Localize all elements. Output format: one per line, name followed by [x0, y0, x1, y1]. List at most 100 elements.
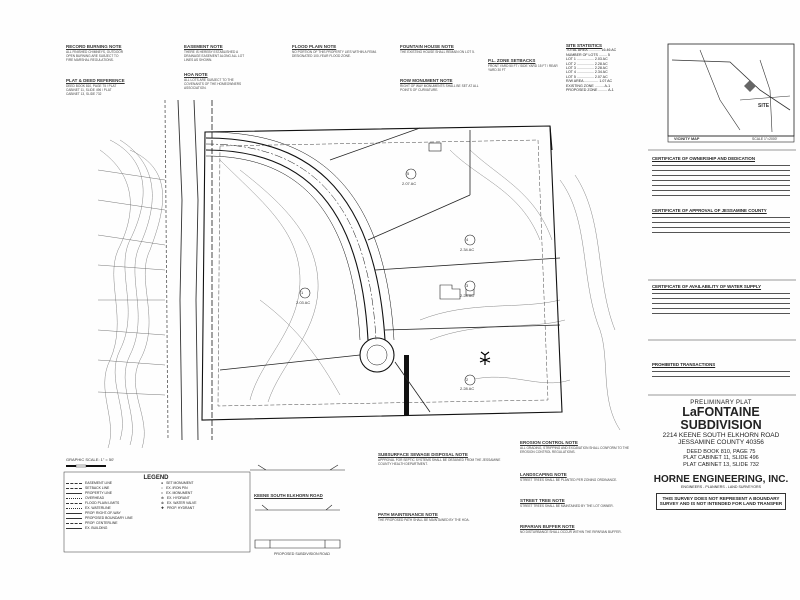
legend-row: ⊗EX. WATER VALVE — [161, 501, 246, 506]
legend-label: EX. WATER VALVE — [166, 501, 197, 505]
legend-label: EX. MONUMENT — [166, 491, 193, 495]
note-riparian-buffer: RIPARIAN BUFFER NOTE NO DISTURBANCE SHAL… — [520, 524, 630, 534]
note-record-burning: RECORD BURNING NOTE ALL FINISHED CHIMNEY… — [66, 44, 126, 62]
site-stat-row: NUMBER OF LOTS ........ 5 — [566, 52, 610, 57]
note-title: FOUNTAIN HOUSE NOTE — [400, 44, 454, 49]
note-hoa: HOA NOTE ALL LOTS ARE SUBJECT TO THE COV… — [184, 72, 250, 90]
lot-5-area: 2.07 AC — [402, 181, 417, 186]
note-title: P.L. ZONE SETBACKS — [488, 58, 536, 63]
monument-square-icon: □ — [161, 491, 164, 495]
site-stat-row: R/W AREA .............. 1.07 AC — [566, 79, 613, 84]
property-boundary — [201, 125, 563, 421]
legend-label: EX. WATERLINE — [85, 506, 111, 510]
legend-swatch — [66, 528, 82, 529]
cert-lines — [652, 161, 790, 196]
legend-swatch — [66, 498, 82, 499]
setback-lines — [217, 139, 549, 407]
title-block: PRELIMINARY PLAT LaFONTAINE SUBDIVISION … — [648, 400, 794, 510]
lot-1-number: 1 — [301, 290, 304, 295]
note-fountain-house: FOUNTAIN HOUSE NOTE THE EXISTING HOUSE S… — [400, 44, 480, 54]
legend-row: PROP. CENTERLINE — [66, 521, 151, 526]
site-stat-row: LOT 3 ................. 2.28 AC — [566, 66, 608, 71]
legend-title: LEGEND — [143, 475, 169, 481]
note-title: SUBSURFACE SEWAGE DISPOSAL NOTE — [378, 452, 468, 457]
cert-lines — [652, 367, 790, 377]
legend-label: FLOOD PLAIN LIMITS — [85, 501, 120, 505]
legend-swatch — [66, 523, 82, 524]
legend-row: SETBACK LINE — [66, 486, 151, 491]
legend-label: OVERHEAD — [85, 496, 105, 500]
walking-path — [404, 355, 409, 415]
note-title: LANDSCAPING NOTE — [520, 472, 567, 477]
legend-row: ●SET MONUMENT — [161, 481, 246, 486]
subdivision-name: LaFONTAINE SUBDIVISION — [680, 405, 762, 432]
legend-row: PROP. RIGHT-OF-WAY — [66, 511, 151, 516]
cert-title: CERTIFICATE OF AVAILABILITY OF WATER SUP… — [652, 284, 762, 289]
note-subsurface-sewage: SUBSURFACE SEWAGE DISPOSAL NOTE APPROVAL… — [378, 452, 508, 466]
cert-water-supply: CERTIFICATE OF AVAILABILITY OF WATER SUP… — [652, 284, 790, 314]
note-title: EASEMENT NOTE — [184, 44, 223, 49]
legend-label: SET MONUMENT — [166, 481, 194, 485]
legend-row: ○EX. IRON PIN — [161, 486, 246, 491]
legend-label: PROPOSED BOUNDARY LINE — [85, 516, 133, 520]
legend-swatch — [66, 508, 82, 509]
site-stat-row: TOTAL AREA ............ 16.46 AC — [566, 48, 617, 53]
legend-row: □EX. MONUMENT — [161, 491, 246, 496]
lot-2-number: 2 — [466, 377, 469, 382]
note-body: APPROVAL FOR SEPTIC SYSTEMS SHALL BE OBT… — [378, 458, 501, 466]
lot-5-number: 5 — [407, 171, 410, 176]
graphic-scale-bar — [66, 464, 106, 468]
legend: LEGEND EASEMENT LINE SETBACK LINE PROPER… — [66, 475, 246, 531]
plat-reference-2: PLAT CABINET 13, SLIDE 732 — [683, 461, 759, 468]
note-erosion-control: EROSION CONTROL NOTE ALL GRADING, STRIPP… — [520, 440, 630, 454]
note-body: RIGHT OF WAY MONUMENTS SHALL BE SET AT A… — [400, 84, 479, 92]
site-stat-row: LOT 1 ................. 2.03 AC — [566, 57, 608, 62]
site-statistics: SITE STATISTICS TOTAL AREA ............ … — [566, 43, 636, 93]
vicinity-site-label: SITE — [758, 103, 770, 109]
note-title: STREET TREE NOTE — [520, 498, 565, 503]
legend-label: PROP. CENTERLINE — [85, 521, 118, 525]
vicinity-map-label: VICINITY MAP — [674, 137, 700, 141]
contour-lines — [99, 139, 621, 449]
site-county: JESSAMINE COUNTY 40356 — [678, 439, 764, 446]
cert-lines — [652, 213, 790, 233]
legend-label: PROP. RIGHT-OF-WAY — [85, 511, 121, 515]
lot-number-circles — [299, 168, 476, 386]
vicinity-caption-box — [667, 135, 795, 143]
note-title: RECORD BURNING NOTE — [66, 44, 122, 49]
survey-disclaimer: THIS SURVEY DOES NOT REPRESENT A BOUNDAR… — [656, 493, 786, 510]
lot-2-area: 2.28 AC — [460, 386, 475, 391]
note-plat-deed: PLAT & DEED REFERENCE DEED BOOK 810, PAG… — [66, 78, 126, 96]
vicinity-scale-label: SCALE 1"=2000' — [752, 137, 778, 141]
site-stat-row: PROPOSED ZONE ......... A-1 — [566, 88, 614, 93]
legend-swatch — [66, 493, 82, 494]
vicinity-map — [667, 43, 795, 137]
lot-1-area: 2.03 AC — [296, 300, 311, 305]
note-body: FRONT YARD 50 FT / SIDE YARD 15 FT / REA… — [488, 64, 558, 72]
site-address: 2214 KEENE SOUTH ELKHORN ROAD — [662, 432, 780, 439]
hydrant-icon: ⊕ — [161, 496, 164, 500]
legend-row: ✚PROP. HYDRANT — [161, 506, 246, 511]
note-title: RIPARIAN BUFFER NOTE — [520, 524, 575, 529]
note-flood-plain: FLOOD PLAIN NOTE NO PORTION OF THIS PROP… — [292, 44, 382, 58]
note-body: DEED BOOK 810, PAGE 75 / PLAT CABINET 11… — [66, 84, 117, 96]
site-stat-row: LOT 4 ................. 2.34 AC — [566, 70, 608, 75]
cert-county-approval: CERTIFICATE OF APPROVAL OF JESSAMINE COU… — [652, 208, 790, 233]
note-body: STREET TREES SHALL BE PLANTED PER ZONING… — [520, 478, 618, 482]
tree-icon — [479, 351, 491, 365]
legend-label: EX. IRON PIN — [166, 486, 188, 490]
cert-lines — [652, 289, 790, 314]
legend-row: OVERHEAD — [66, 496, 151, 501]
preliminary-plat-label: PRELIMINARY PLAT — [690, 400, 752, 406]
note-title: EROSION CONTROL NOTE — [520, 440, 578, 445]
note-title: ROW MONUMENT NOTE — [400, 78, 453, 83]
monument-icon: ● — [161, 481, 164, 485]
legend-box — [63, 471, 251, 553]
legend-row: EASEMENT LINE — [66, 481, 151, 486]
note-path-maintenance: PATH MAINTENANCE NOTE THE PROPOSED PATH … — [378, 512, 508, 522]
note-title: HOA NOTE — [184, 72, 208, 77]
title-block-rules — [648, 149, 796, 396]
legend-label: PROP. HYDRANT — [166, 506, 195, 510]
